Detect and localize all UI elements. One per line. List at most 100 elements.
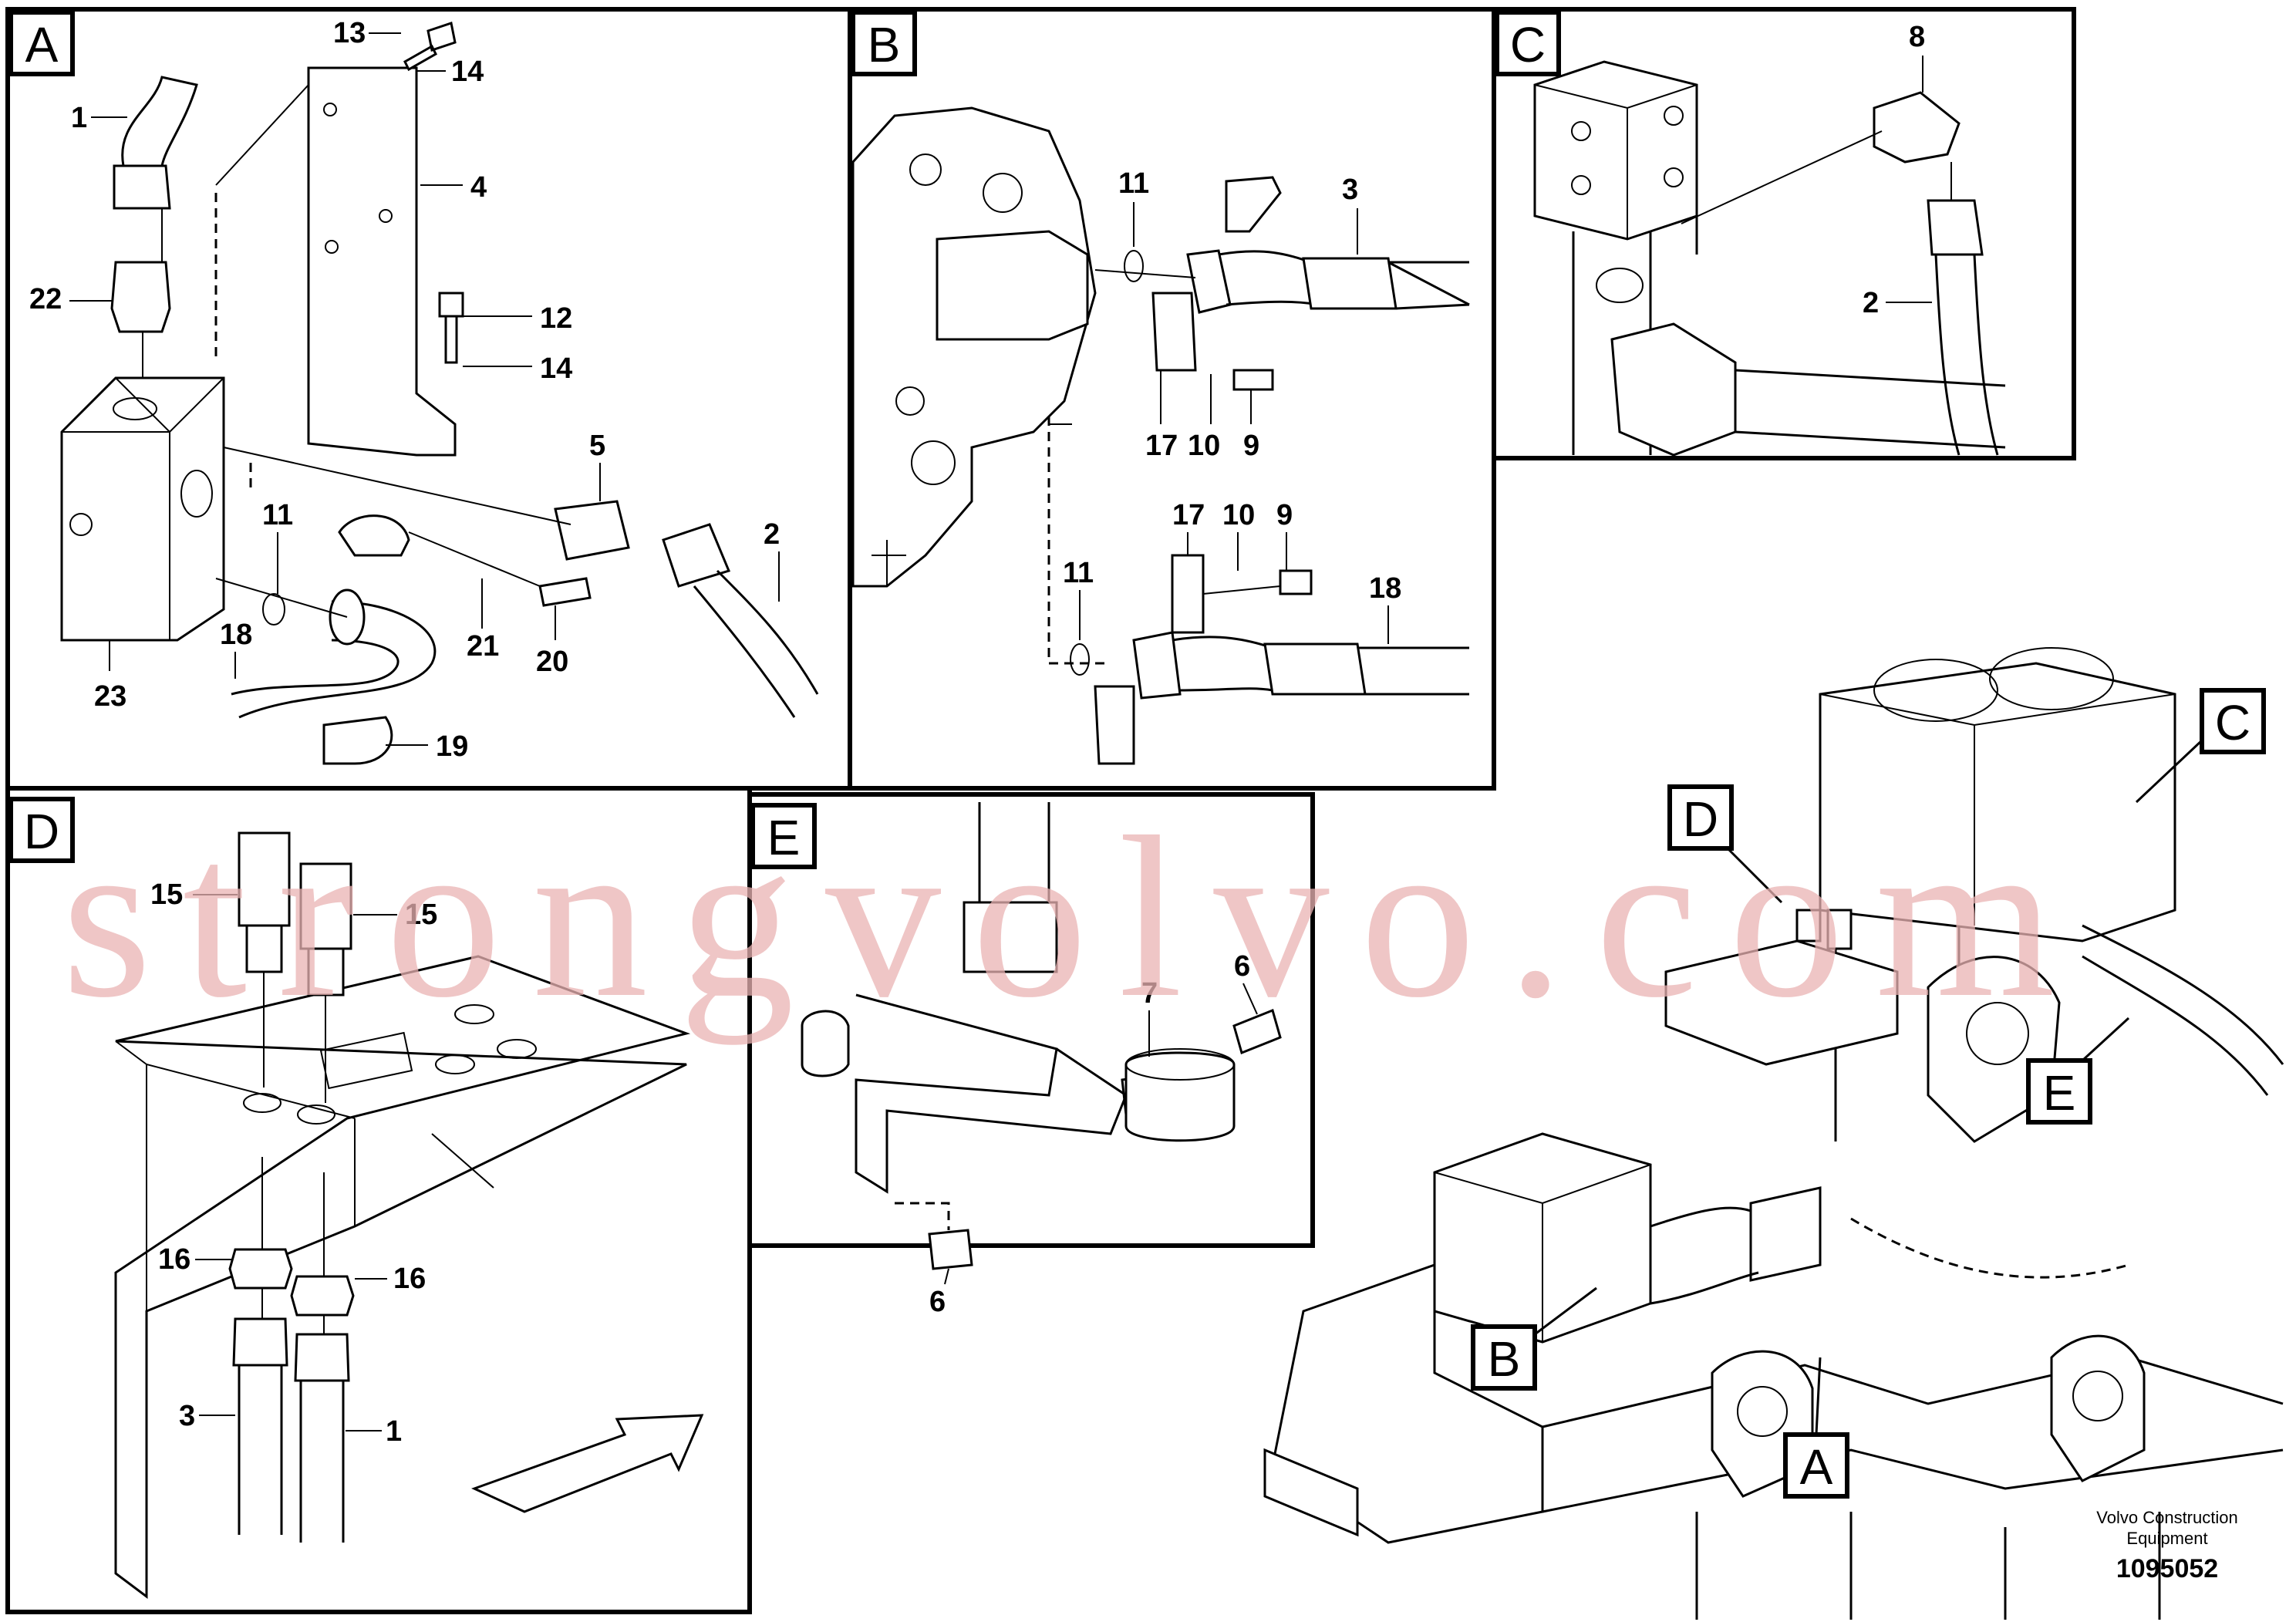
- panel-a-callouts: 13 14 4 12 14 1 22 5 11 2 21 20 18: [29, 17, 780, 763]
- panel-e-callouts: 7 6 6: [929, 950, 1258, 1318]
- callout-a-1: 13: [333, 17, 366, 49]
- callout-a-5: 14: [540, 352, 572, 385]
- callout-e-1: 7: [1141, 977, 1158, 1010]
- callout-a-8: 5: [589, 430, 605, 462]
- clamp-b-17-upper: [1151, 292, 1197, 372]
- panel-e: E 7 6 6: [747, 792, 1315, 1318]
- callout-c-2: 2: [1863, 287, 1879, 319]
- o-ring-b-upper: [1124, 250, 1144, 282]
- callout-b-3: 17: [1145, 430, 1178, 462]
- hose-18-b-flange: [1132, 631, 1182, 700]
- callout-a-7: 22: [29, 283, 62, 315]
- hose-clamp-7: [1124, 1051, 1236, 1142]
- callout-d-4: 16: [393, 1263, 426, 1295]
- overview-fitting-2: [1826, 909, 1853, 950]
- callout-a-9: 11: [262, 499, 293, 531]
- callout-b-4: 10: [1188, 430, 1220, 462]
- callout-b-8: 9: [1276, 499, 1293, 531]
- bolt-13: [403, 22, 457, 72]
- hose-1-end: [121, 76, 198, 167]
- elbow-fitting-8: [1873, 91, 1961, 164]
- mounting-plate: [114, 955, 691, 1599]
- split-flange-lower: [322, 716, 393, 765]
- panel-c-frame: [1492, 7, 2076, 460]
- overview-marker-d: D: [1667, 784, 1783, 904]
- panel-a-label: A: [25, 17, 59, 73]
- overview-marker-c: C: [2135, 688, 2266, 804]
- hose-1-nut: [294, 1333, 350, 1382]
- caption-company-line1: Volvo Construction: [2096, 1508, 2237, 1527]
- hose-18-b-ferrule: [1263, 642, 1367, 696]
- callout-a-15: 19: [436, 730, 468, 763]
- panel-e-frame: [747, 792, 1315, 1248]
- clamp-b-upper: [1225, 176, 1282, 233]
- panel-d-callouts: 15 15 16 16 3 1: [150, 878, 437, 1448]
- caption-company-line2: Equipment: [2126, 1529, 2207, 1548]
- bolt-6-lower: [928, 1229, 973, 1270]
- lock-nut-right: [290, 1275, 355, 1317]
- callout-a-12: 20: [536, 646, 568, 678]
- bulkhead-fitting-left: [238, 831, 291, 973]
- callout-b-5: 9: [1243, 430, 1259, 462]
- bolt-20: [538, 577, 592, 607]
- panel-b-tag: [851, 10, 917, 76]
- callout-d-1: 15: [150, 878, 183, 911]
- direction-arrow-icon: [471, 1414, 704, 1513]
- clamp-b-17-lower: [1171, 554, 1205, 634]
- panel-d: D 15 15 16 16 3: [5, 786, 752, 1614]
- cylinder-flange: [1610, 322, 1737, 457]
- lock-nut-left: [228, 1248, 293, 1290]
- panel-b-callouts: 11 3 17 10 9 17 10 9 11 18: [1063, 167, 1401, 644]
- o-ring-b-lower: [1070, 643, 1090, 676]
- callout-b-7: 10: [1222, 499, 1255, 531]
- callout-a-6: 1: [71, 102, 87, 134]
- fitting-5: [554, 500, 630, 561]
- callout-a-14: 23: [94, 680, 126, 713]
- overview-marker-a: A: [1783, 1357, 1849, 1499]
- machine-overview: D C E B A: [1263, 647, 2284, 1620]
- callout-d-3: 16: [158, 1243, 190, 1276]
- clamp-b-lower: [1094, 685, 1135, 765]
- overview-valve-block: [1749, 1186, 1822, 1282]
- marker-a-label: A: [1800, 1439, 1833, 1495]
- callout-b-1: 11: [1118, 167, 1149, 200]
- overview-marker-e: E: [2026, 1017, 2130, 1125]
- panel-e-label: E: [767, 810, 801, 865]
- callout-b-10: 18: [1369, 572, 1401, 605]
- panel-c-label: C: [1510, 17, 1546, 73]
- callout-b-6: 17: [1172, 499, 1205, 531]
- valve-block: [60, 376, 225, 642]
- hose-3-nut: [232, 1317, 288, 1367]
- control-valve: [851, 106, 1097, 588]
- callout-a-3: 4: [470, 171, 487, 204]
- hose-3-flange: [1186, 249, 1232, 314]
- marker-d-label: D: [1683, 791, 1718, 847]
- o-ring-11: [262, 593, 285, 626]
- callout-a-2: 14: [451, 56, 484, 88]
- bulkhead-fitting-right: [299, 862, 352, 996]
- overview-fitting-1: [1795, 909, 1822, 943]
- step: [1263, 1448, 1359, 1537]
- panel-a: A 13 14: [5, 7, 852, 791]
- callout-a-13: 18: [220, 619, 252, 651]
- panel-c: C 8 2: [1492, 7, 2076, 460]
- callout-d-6: 1: [386, 1415, 402, 1448]
- panel-c-tag: [1495, 10, 1561, 76]
- callout-d-2: 15: [405, 899, 437, 931]
- panel-d-tag: [8, 797, 75, 863]
- support-bracket: [855, 993, 1128, 1194]
- callout-a-10: 2: [764, 518, 780, 551]
- callout-a-11: 21: [467, 630, 499, 663]
- hose-support-post: [963, 901, 1058, 973]
- panel-d-label: D: [24, 804, 59, 859]
- hose-2-nut: [662, 523, 731, 588]
- callout-b-2: 3: [1342, 174, 1358, 206]
- bolt-b-9-lower: [1279, 569, 1313, 595]
- callout-e-3: 6: [929, 1286, 946, 1318]
- bushing: [801, 1010, 850, 1077]
- hose-2-c-nut: [1927, 199, 1984, 256]
- bolt-6-upper: [1232, 1008, 1282, 1055]
- overview-marker-b: B: [1471, 1286, 1597, 1391]
- callout-e-2: 6: [1234, 950, 1250, 983]
- panel-b: B 11 3 17 10: [848, 7, 1496, 791]
